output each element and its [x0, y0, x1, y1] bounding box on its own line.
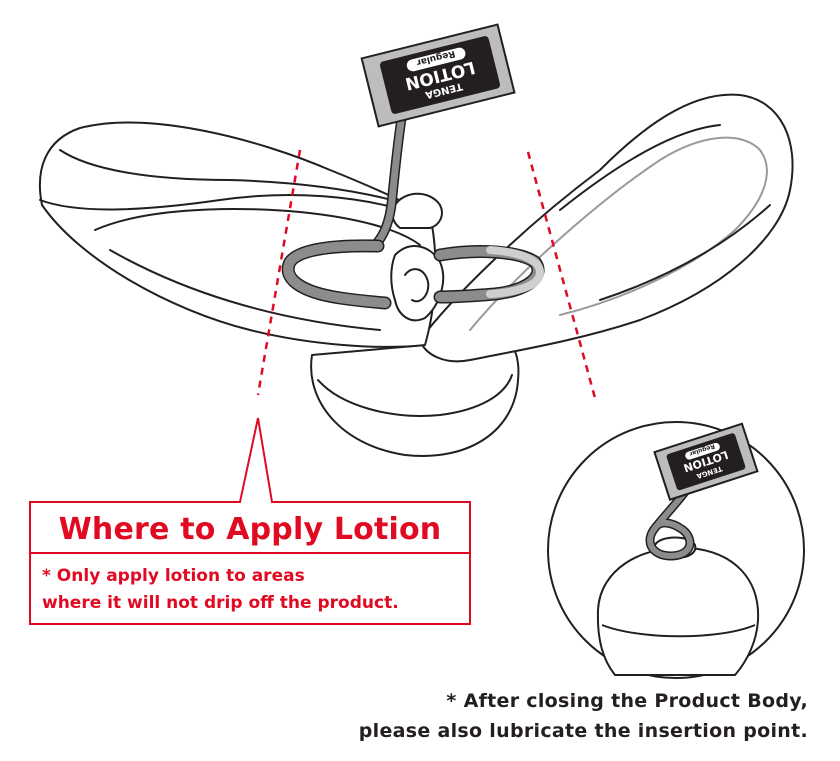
lotion-sachet-inset: TENGA LOTION Regular: [653, 422, 759, 501]
zoom-inset: [547, 421, 805, 679]
lotion-sachet-main: TENGA LOTION Regular: [360, 23, 516, 128]
product-body-illustration: [38, 93, 794, 457]
inset-lotion-loop-fill: [647, 482, 693, 560]
left-shell-inner: [94, 208, 421, 331]
right-shell-inner2: [559, 124, 771, 301]
callout-title: Where to Apply Lotion: [58, 512, 442, 547]
footnote-line2: please also lubricate the insertion poin…: [358, 720, 808, 742]
insertion-point-footnote: * After closing the Product Body, please…: [248, 686, 808, 746]
lotion-left-u-fill: [283, 240, 390, 308]
center-opening-inner: [404, 268, 430, 303]
lotion-right-u-light: [486, 246, 545, 298]
left-shell-rim: [39, 194, 421, 216]
hinge-knob: [391, 192, 443, 229]
callout-note: * Only apply lotion to areas where it wi…: [42, 563, 472, 617]
inset-product-band: [601, 624, 756, 638]
callout-outline: [29, 417, 471, 625]
footnote-line1: * After closing the Product Body,: [446, 690, 808, 712]
center-opening: [390, 245, 445, 322]
left-shell: [38, 121, 437, 348]
callout-note-line2: where it will not drip off the product.: [42, 593, 399, 613]
guide-right: [526, 151, 597, 399]
inset-product-dome: [596, 546, 760, 676]
right-shell-inner: [469, 136, 768, 331]
apply-zone-guides: [256, 149, 597, 399]
lotion-stream-fill: [371, 111, 406, 249]
product-base-dome: [310, 337, 520, 457]
callout-note-line1: * Only apply lotion to areas: [42, 566, 305, 586]
left-shell-edge: [59, 149, 411, 206]
callout-box: [29, 417, 471, 625]
product-base-rim: [317, 374, 513, 417]
guide-left: [256, 149, 302, 396]
lotion-trails: [281, 110, 545, 310]
